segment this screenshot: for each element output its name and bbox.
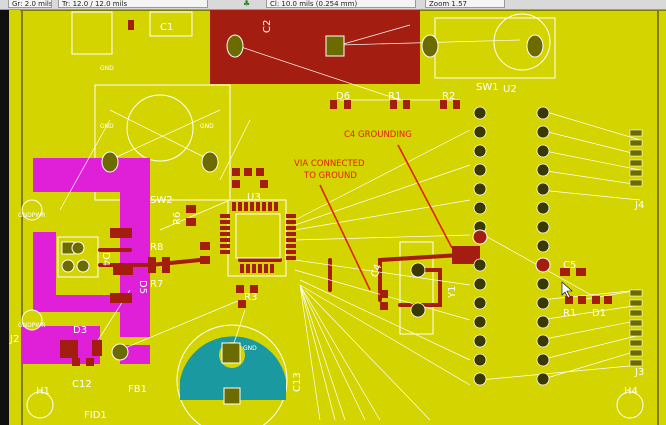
ref-y1: Y1	[447, 286, 458, 299]
zoom-field[interactable]: Zoom 1.57	[425, 0, 505, 8]
ref-r6: R6	[172, 212, 183, 225]
ref-r3: R3	[244, 292, 257, 303]
c4-grounding-note: C4 GROUNDING	[344, 130, 412, 140]
ref-j4: J4	[634, 200, 644, 211]
ref-c13: C13	[292, 372, 303, 392]
track-width-field[interactable]: Tr: 12.0 / 12.0 mils	[58, 0, 208, 8]
via-note-line1: VIA CONNECTED	[294, 159, 365, 169]
net-label: GNDPWR	[18, 322, 45, 329]
ref-c4: C4	[369, 263, 384, 279]
ref-u3: U3	[247, 192, 261, 203]
c13-capacitor-body	[180, 336, 286, 400]
ref-c12: C12	[72, 379, 92, 390]
ref-d4: D4	[100, 252, 111, 266]
ref-c5: C5	[563, 260, 576, 271]
ref-r1-right: R1	[563, 308, 576, 319]
net-label: GND	[100, 123, 114, 130]
ref-j3: J3	[634, 367, 644, 378]
smd-pads	[60, 15, 612, 366]
ref-c2: C2	[262, 20, 273, 33]
board-left-edge	[0, 0, 9, 425]
clearance-field[interactable]: Cl: 10.0 mils (0.254 mm)	[266, 0, 416, 8]
annotation-arrows	[319, 144, 453, 291]
ref-d5: D5	[137, 280, 148, 294]
ref-r8: R8	[150, 242, 163, 253]
ref-d3: D3	[73, 325, 87, 336]
ref-h4: H4	[624, 386, 638, 397]
via-note-line2: TO GROUND	[303, 171, 357, 181]
ref-d1: D1	[592, 308, 606, 319]
net-label: GND	[243, 345, 257, 352]
net-label: GNDPWR	[18, 212, 45, 219]
power-copper-tab	[210, 10, 225, 55]
ref-c1: C1	[160, 22, 173, 33]
ref-fb1: FB1	[128, 384, 147, 395]
tht-pads	[21, 34, 644, 419]
ref-r1-top: R1	[388, 91, 401, 102]
reference-designators: SW1 U2 SW2 D6 R1 R2 U3 R8 R7 R3 R6 D3 C1…	[9, 20, 644, 421]
mouse-cursor-icon	[561, 281, 573, 299]
net-label: GND	[200, 123, 214, 130]
ref-u2: U2	[503, 84, 517, 95]
top-status-bar: Gr: 2.0 mils Tr: 12.0 / 12.0 mils ♣ Cl: …	[0, 0, 666, 10]
net-label: GND	[100, 65, 114, 72]
net-labels: GND GND GND GND GNDPWR GNDPWR	[18, 65, 257, 352]
ref-h1: H1	[36, 386, 50, 397]
ref-sw1: SW1	[476, 82, 499, 93]
route-tool-icon[interactable]: ♣	[240, 0, 260, 8]
ref-sw2: SW2	[150, 195, 173, 206]
grid-field[interactable]: Gr: 2.0 mils	[8, 0, 52, 8]
u3-microcontroller	[220, 202, 296, 273]
ref-j2: J2	[9, 334, 19, 345]
c4-ground-pad	[452, 246, 480, 264]
ref-r2: R2	[442, 91, 455, 102]
annotations: C4 GROUNDING VIA CONNECTED TO GROUND	[294, 130, 412, 181]
ref-r7: R7	[150, 279, 163, 290]
ref-d6: D6	[336, 91, 350, 102]
ref-fid1: FID1	[84, 410, 107, 421]
ratsnest-lines	[59, 24, 641, 421]
